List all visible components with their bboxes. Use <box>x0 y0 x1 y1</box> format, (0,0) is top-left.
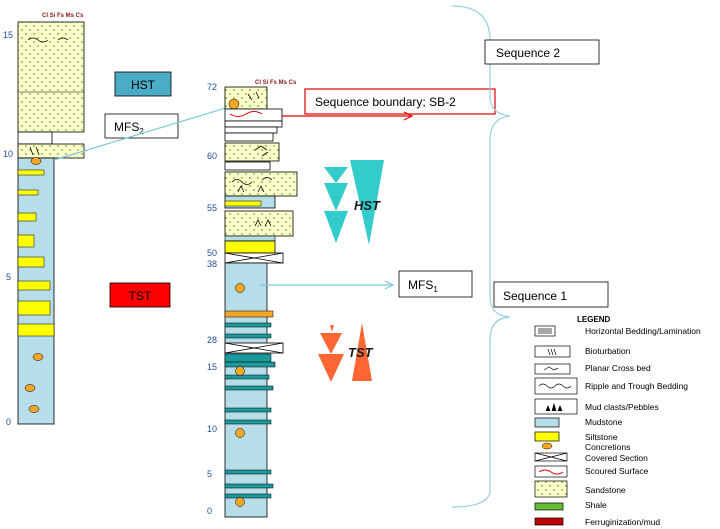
right-tick: 50 <box>207 248 217 258</box>
sequence1-box <box>493 281 609 308</box>
siltstone-bed <box>17 234 35 248</box>
legend-item: Siltstone <box>585 432 618 442</box>
siltstone-bed <box>17 189 39 196</box>
ferruginization-swatch <box>534 517 564 526</box>
arrow-head-icon <box>384 280 395 290</box>
mfs1-box <box>398 270 473 298</box>
concretion-icon <box>235 497 245 507</box>
sb2-label: Sequence boundary; SB-2 <box>315 95 456 109</box>
siltstone-swatch <box>534 431 560 442</box>
ripple-icon <box>534 377 578 395</box>
sequence1-bracket-bottom <box>451 316 511 508</box>
legend-item: Scoured Surface <box>585 466 649 476</box>
left-mudstone <box>17 157 55 425</box>
siltstone-bed <box>17 280 51 291</box>
mud-clast-icon <box>534 398 578 415</box>
concretion-icon <box>235 283 245 293</box>
legend-item: Mudstone <box>585 417 623 427</box>
shale-bed <box>224 333 272 339</box>
shale-swatch <box>534 502 564 511</box>
right-tick: 72 <box>207 82 217 92</box>
left-tick: 0 <box>6 417 11 427</box>
concretion-icon <box>30 157 42 165</box>
left-tick: 15 <box>3 30 13 40</box>
hst-box-label: HST <box>131 78 156 92</box>
concretion-icon <box>24 384 36 392</box>
left-tick: 10 <box>3 149 13 159</box>
legend-item: Bioturbation <box>585 346 631 356</box>
sandstone-swatch <box>534 480 568 498</box>
tst-box-label: TST <box>129 289 152 303</box>
tst-box <box>109 282 171 308</box>
legend-title: LEGEND <box>577 315 611 324</box>
right-tick: 38 <box>207 259 217 269</box>
sequence2-box <box>484 39 600 65</box>
left-tick: 5 <box>6 272 11 282</box>
bioturbation-icon <box>534 345 571 358</box>
legend-item: Mud clasts/Pebbles <box>585 402 659 412</box>
sequence1-label: Sequence 1 <box>503 289 567 303</box>
concretion-icon <box>28 405 40 413</box>
right-tick: 28 <box>207 335 217 345</box>
hst-triangle-label: HST <box>354 198 381 213</box>
right-tick: 15 <box>207 362 217 372</box>
left-sandstone-upper <box>17 21 85 133</box>
left-column-header: Cl Si Fs Ms Cs <box>42 13 84 19</box>
left-sandstone-lower <box>17 143 85 159</box>
bioturbation-icon <box>29 146 40 156</box>
legend-item: Ferruginization/mud <box>585 517 660 527</box>
right-tick: 60 <box>207 151 217 161</box>
right-column-header: Cl Si Fs Ms Cs <box>255 80 297 86</box>
siltstone-bed <box>17 300 51 316</box>
sequence2-label: Sequence 2 <box>496 46 560 60</box>
right-tick: 10 <box>207 424 217 434</box>
mud-clast-icon <box>254 219 272 227</box>
sequence1-bracket-top <box>489 115 511 318</box>
siltstone-bed <box>17 256 45 268</box>
concretion-icon <box>235 366 245 376</box>
hst-box <box>114 71 172 97</box>
concretion-icon <box>32 353 44 361</box>
left-column: Cl Si Fs Ms Cs 15 10 5 0 <box>3 13 85 427</box>
ripple-icon <box>27 37 69 43</box>
tst-triangles: TST <box>318 323 374 382</box>
legend-item: Ripple and Trough Bedding <box>585 381 688 391</box>
arrow-head-icon <box>403 111 414 121</box>
mfs1-label: MFS1 <box>408 278 438 294</box>
mfs2-label: MFS2 <box>114 120 144 136</box>
legend-item: Covered Section <box>585 453 648 463</box>
legend-item: Concretions <box>585 442 630 452</box>
concretion-icon <box>541 442 553 450</box>
right-tick: 55 <box>207 203 217 213</box>
hst-triangles: HST <box>324 160 384 245</box>
legend: LEGEND Horizontal Bedding/Lamination Bio… <box>534 315 701 527</box>
legend-item: Horizontal Bedding/Lamination <box>585 326 701 336</box>
sb2-box <box>304 88 496 115</box>
legend-item: Planar Cross bed <box>585 363 651 373</box>
siltstone-bed <box>17 169 45 176</box>
mudstone-swatch <box>534 417 560 428</box>
concretion-icon <box>235 428 245 438</box>
shale-bed <box>224 322 272 328</box>
right-tick: 5 <box>207 469 212 479</box>
right-column: Cl Si Fs Ms Cs <box>207 80 298 518</box>
planar-cross-bed-icon <box>254 145 269 157</box>
siltstone-bed <box>17 212 37 222</box>
siltstone-bed <box>17 323 55 337</box>
scoured-surface-line <box>229 111 263 117</box>
legend-item: Sandstone <box>585 485 626 495</box>
legend-item: Shale <box>585 500 607 510</box>
concretion-icon <box>228 98 240 110</box>
tst-triangle-label: TST <box>348 345 374 360</box>
right-tick: 0 <box>207 506 212 516</box>
